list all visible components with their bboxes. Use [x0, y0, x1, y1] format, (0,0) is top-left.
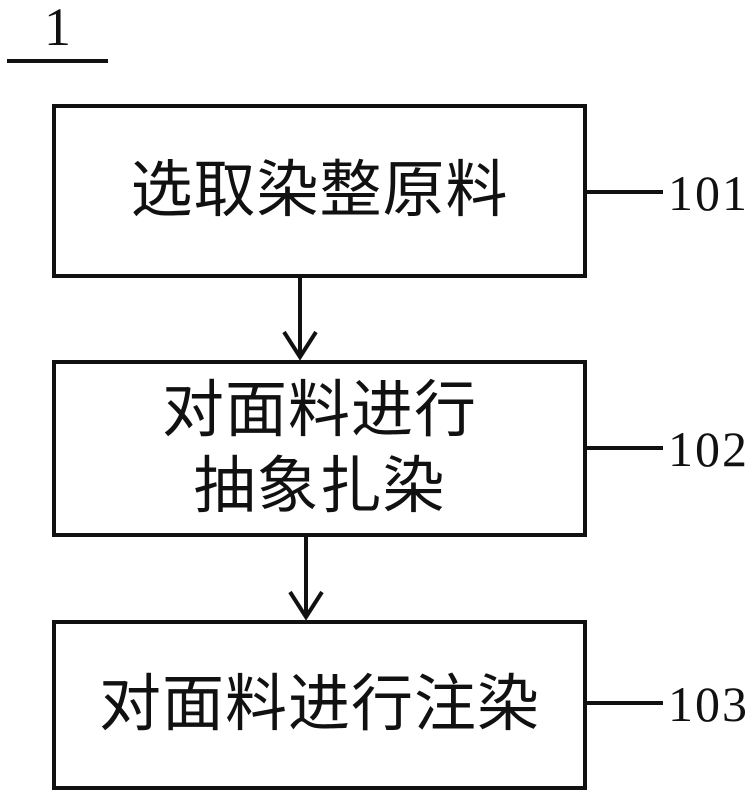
flow-step-injection-dye: 对面料进行注染 [52, 620, 587, 790]
flow-step-abstract-tie-dye: 对面料进行 抽象扎染 [52, 360, 587, 537]
down-arrow-icon [288, 537, 324, 620]
figure-number: 1 [7, 0, 108, 63]
ref-connector-line-103 [587, 701, 663, 705]
flow-step-2-label-line1: 对面料进行 [161, 376, 477, 445]
down-arrow-icon [282, 278, 318, 360]
ref-number-101: 101 [668, 165, 749, 221]
flow-step-select-dyeing-materials: 选取染整原料 [52, 104, 587, 278]
ref-connector-line-101 [587, 190, 663, 194]
ref-number-103: 103 [668, 676, 749, 732]
ref-connector-line-102 [587, 446, 663, 450]
ref-number-102: 102 [668, 421, 749, 477]
figure-number-text: 1 [44, 0, 71, 57]
flow-step-1-label: 选取染整原料 [130, 157, 509, 225]
flow-step-2-label-line2: 抽象扎染 [193, 452, 446, 521]
flow-step-3-label: 对面料进行注染 [98, 671, 540, 739]
